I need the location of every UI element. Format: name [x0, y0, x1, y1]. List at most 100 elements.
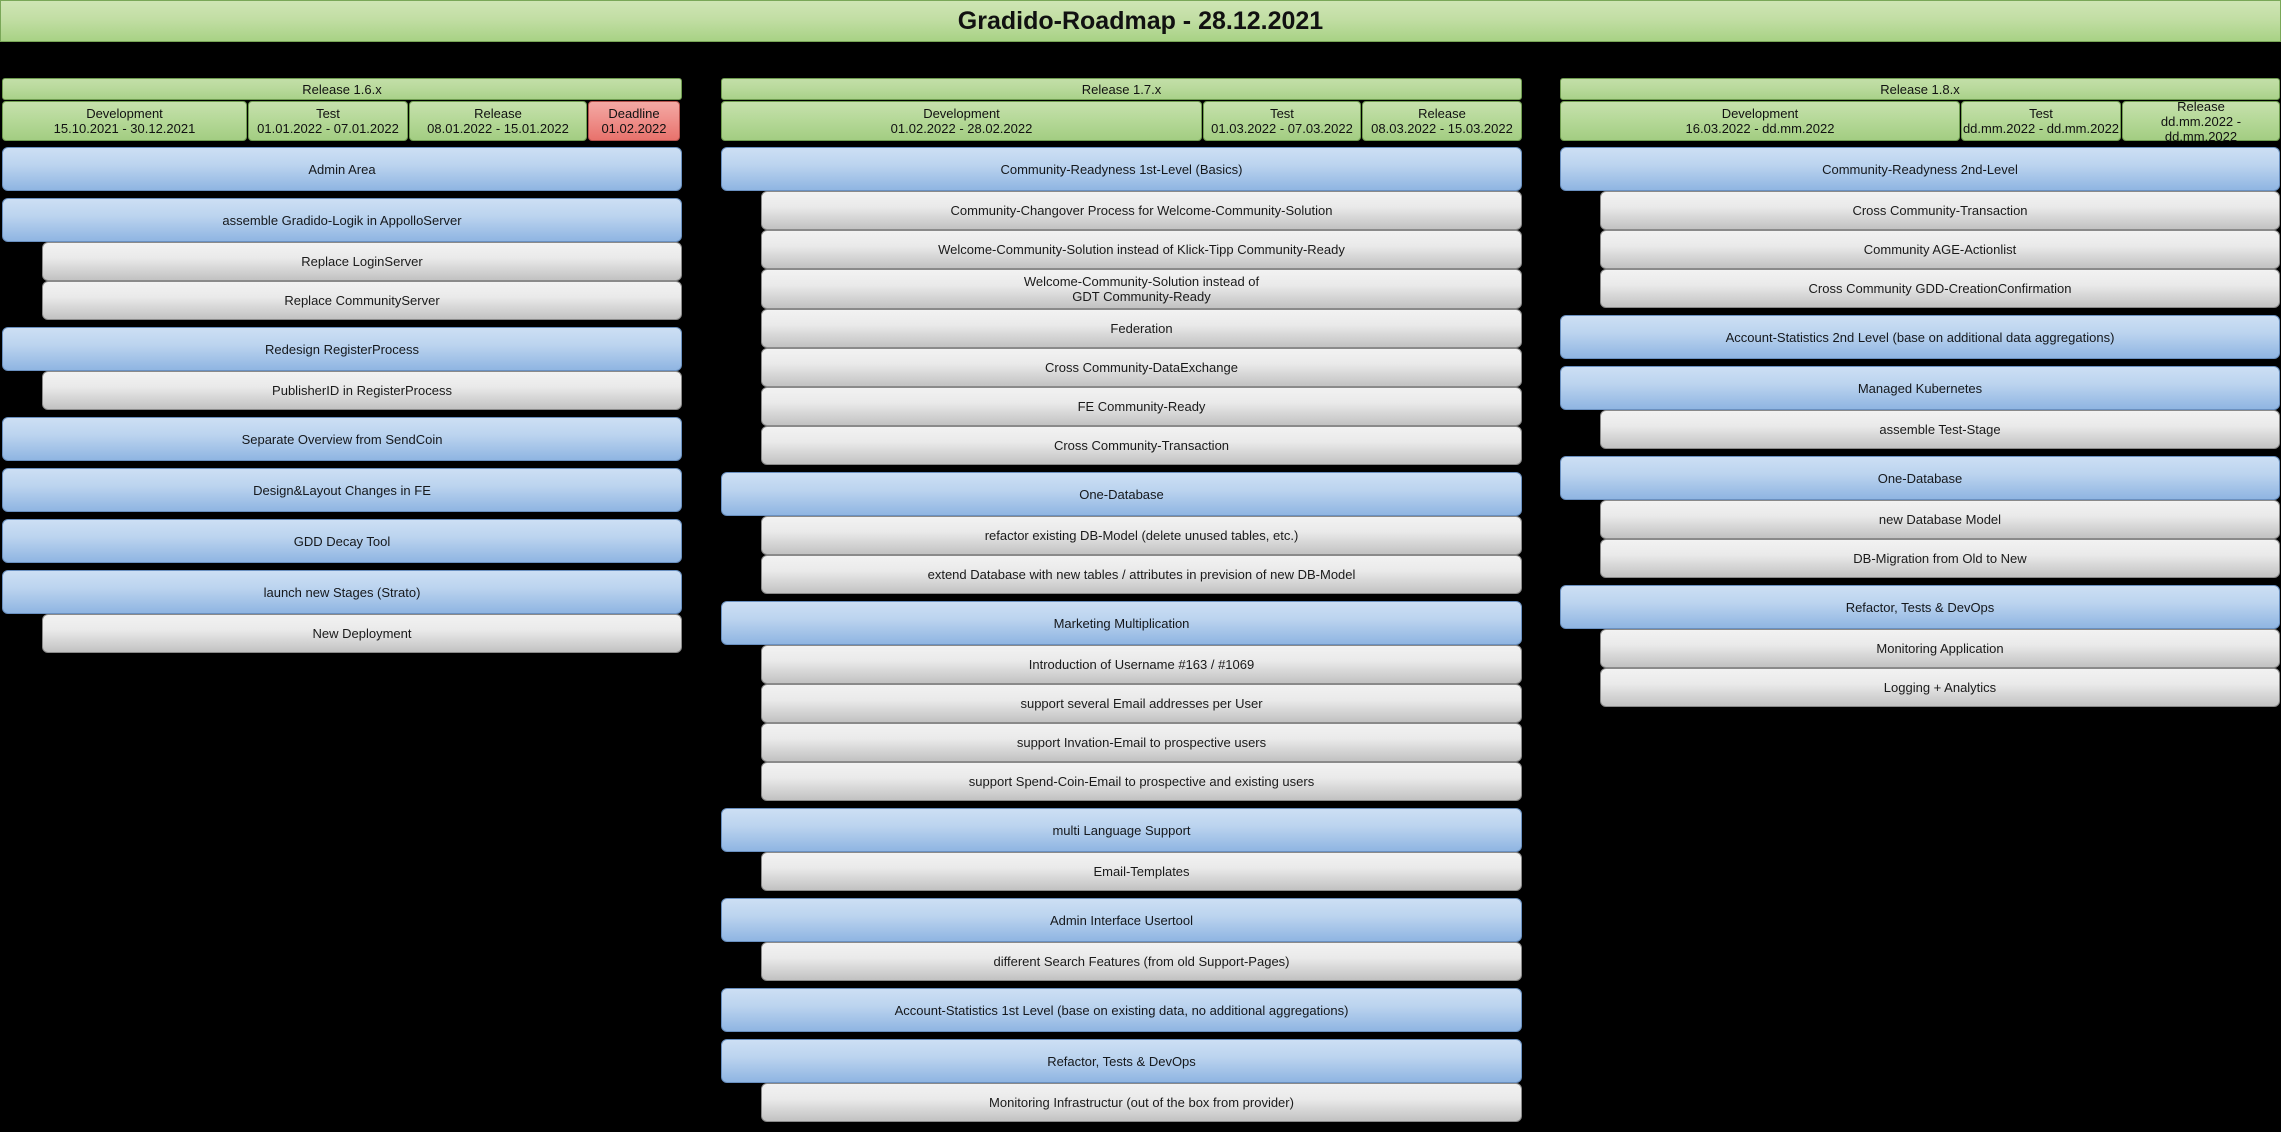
- sub-task[interactable]: Cross Community GDD-CreationConfirmation: [1600, 269, 2280, 308]
- sub-task[interactable]: FE Community-Ready: [761, 387, 1522, 426]
- sub-task[interactable]: extend Database with new tables / attrib…: [761, 555, 1522, 594]
- phase-dates: dd.mm.2022 - dd.mm.2022: [2160, 113, 2242, 144]
- sub-task-line: GDT Community-Ready: [1072, 289, 1211, 304]
- epic-task[interactable]: Community-Readyness 2nd-Level: [1560, 147, 2280, 191]
- release-title: Release 1.8.x: [1560, 78, 2280, 100]
- epic-task[interactable]: One-Database: [1560, 456, 2280, 500]
- release-title: Release 1.6.x: [2, 78, 682, 100]
- sub-task[interactable]: New Deployment: [42, 614, 682, 653]
- phase-label: Development: [1721, 106, 1799, 121]
- sub-task-group: different Search Features (from old Supp…: [721, 942, 1522, 981]
- sub-task[interactable]: new Database Model: [1600, 500, 2280, 539]
- phase-label: Development: [923, 106, 1000, 121]
- phase-label: Release: [474, 106, 522, 121]
- sub-task[interactable]: Monitoring Application: [1600, 629, 2280, 668]
- phase-label: Test: [316, 106, 340, 121]
- phase-dates: 08.03.2022 - 15.03.2022: [1371, 121, 1513, 136]
- sub-task[interactable]: Cross Community-DataExchange: [761, 348, 1522, 387]
- epic-task[interactable]: launch new Stages (Strato): [2, 570, 682, 614]
- sub-task[interactable]: Replace LoginServer: [42, 242, 682, 281]
- sub-task-group: PublisherID in RegisterProcess: [2, 371, 682, 410]
- sub-task-group: assemble Test-Stage: [1560, 410, 2280, 449]
- phase-dates: 01.03.2022 - 07.03.2022: [1211, 121, 1353, 136]
- epic-task[interactable]: Admin Area: [2, 147, 682, 191]
- phase-dates: dd.mm.2022 - dd.mm.2022: [1962, 121, 2120, 136]
- phase-dates: 01.02.2022: [601, 121, 667, 136]
- sub-task-line: Welcome-Community-Solution instead of: [1023, 274, 1260, 289]
- sub-task[interactable]: Welcome-Community-Solution instead of Kl…: [761, 230, 1522, 269]
- sub-task[interactable]: Federation: [761, 309, 1522, 348]
- epic-task[interactable]: Managed Kubernetes: [1560, 366, 2280, 410]
- sub-task[interactable]: Community AGE-Actionlist: [1600, 230, 2280, 269]
- phase-label: Deadline: [608, 106, 660, 121]
- sub-task[interactable]: refactor existing DB-Model (delete unuse…: [761, 516, 1522, 555]
- epic-task[interactable]: One-Database: [721, 472, 1522, 516]
- epic-task[interactable]: Redesign RegisterProcess: [2, 327, 682, 371]
- phase-label: Test: [2029, 106, 2053, 121]
- sub-task-group: Monitoring Infrastructur (out of the box…: [721, 1083, 1522, 1122]
- epic-task[interactable]: assemble Gradido-Logik in AppolloServer: [2, 198, 682, 242]
- epic-task[interactable]: Admin Interface Usertool: [721, 898, 1522, 942]
- epic-task[interactable]: Refactor, Tests & DevOps: [1560, 585, 2280, 629]
- phase-label: Test: [1270, 106, 1294, 121]
- epic-task[interactable]: Refactor, Tests & DevOps: [721, 1039, 1522, 1083]
- roadmap-title-bar: Gradido-Roadmap - 28.12.2021: [0, 0, 2281, 42]
- task-list: Community-Readyness 1st-Level (Basics)Co…: [721, 147, 1522, 1122]
- epic-task[interactable]: Account-Statistics 2nd Level (base on ad…: [1560, 315, 2280, 359]
- sub-task[interactable]: PublisherID in RegisterProcess: [42, 371, 682, 410]
- sub-task[interactable]: different Search Features (from old Supp…: [761, 942, 1522, 981]
- sub-task[interactable]: support several Email addresses per User: [761, 684, 1522, 723]
- sub-task[interactable]: Logging + Analytics: [1600, 668, 2280, 707]
- phase-dates: 15.10.2021 - 30.12.2021: [53, 121, 196, 136]
- sub-task[interactable]: support Spend-Coin-Email to prospective …: [761, 762, 1522, 801]
- sub-task[interactable]: Cross Community-Transaction: [761, 426, 1522, 465]
- page-title: Gradido-Roadmap - 28.12.2021: [957, 6, 1324, 35]
- epic-task[interactable]: Separate Overview from SendCoin: [2, 417, 682, 461]
- sub-task-group: Email-Templates: [721, 852, 1522, 891]
- phase-label: Release: [2177, 98, 2225, 114]
- sub-task[interactable]: assemble Test-Stage: [1600, 410, 2280, 449]
- sub-task[interactable]: Email-Templates: [761, 852, 1522, 891]
- epic-task[interactable]: GDD Decay Tool: [2, 519, 682, 563]
- epic-task[interactable]: Marketing Multiplication: [721, 601, 1522, 645]
- sub-task[interactable]: Cross Community-Transaction: [1600, 191, 2280, 230]
- phase-label: Development: [86, 106, 163, 121]
- epic-task[interactable]: Account-Statistics 1st Level (base on ex…: [721, 988, 1522, 1032]
- sub-task[interactable]: support Invation-Email to prospective us…: [761, 723, 1522, 762]
- sub-task[interactable]: Replace CommunityServer: [42, 281, 682, 320]
- epic-task[interactable]: Community-Readyness 1st-Level (Basics): [721, 147, 1522, 191]
- epic-task[interactable]: Design&Layout Changes in FE: [2, 468, 682, 512]
- phase-label: Release: [1418, 106, 1466, 121]
- phase-dates: 16.03.2022 - dd.mm.2022: [1685, 121, 1835, 136]
- sub-task[interactable]: Introduction of Username #163 / #1069: [761, 645, 1522, 684]
- sub-task-group: New Deployment: [2, 614, 682, 653]
- sub-task-group: refactor existing DB-Model (delete unuse…: [721, 516, 1522, 594]
- task-list: Admin Area assemble Gradido-Logik in Appo…: [2, 147, 682, 653]
- phase-dates: 01.02.2022 - 28.02.2022: [890, 121, 1033, 136]
- sub-task[interactable]: DB-Migration from Old to New: [1600, 539, 2280, 578]
- epic-task[interactable]: multi Language Support: [721, 808, 1522, 852]
- phase-dates: 01.01.2022 - 07.01.2022: [257, 121, 399, 136]
- sub-task[interactable]: Community-Changover Process for Welcome-…: [761, 191, 1522, 230]
- sub-task[interactable]: Monitoring Infrastructur (out of the box…: [761, 1083, 1522, 1122]
